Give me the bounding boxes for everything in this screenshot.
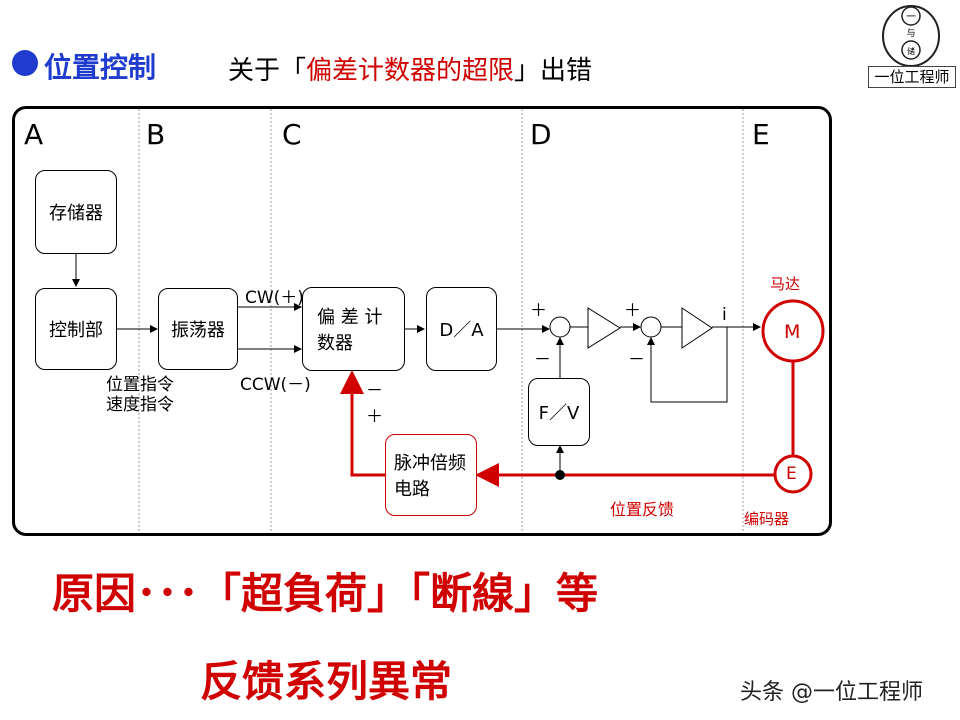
logo-label: 一位工程师 (868, 66, 956, 88)
column-label-d: D (530, 118, 552, 151)
motor-label: 马达 (770, 275, 801, 293)
page-subtitle: 关于「偏差计数器的超限」出错 (228, 50, 592, 87)
motor-symbol: M (784, 321, 801, 343)
pulse-multiplier-block: 脉冲倍频 电路 (385, 434, 477, 516)
encoder-symbol: E (786, 464, 797, 484)
subtitle-highlight: 偏差计数器的超限 (306, 56, 515, 86)
fv-converter-block: F／V (528, 378, 590, 446)
cause-line-2: 反馈系列異常 (200, 657, 453, 706)
position-feedback-label: 位置反馈 (610, 500, 675, 519)
oscillator-block: 振荡器 (158, 288, 238, 370)
current-label: i (722, 305, 727, 325)
column-label-b: B (146, 118, 166, 151)
logo-char-3: 储 (907, 46, 915, 56)
footer-credit: 头条 @一位工程师 (740, 680, 923, 705)
position-command-label: 位置指令 (106, 375, 174, 395)
logo-char-2: 与 (906, 28, 915, 39)
da-converter-block: D／A (426, 287, 497, 371)
counter-minus-sign: － (366, 381, 383, 401)
column-label-c: C (282, 118, 302, 151)
counter-label-line2: 数器 (317, 333, 353, 354)
logo-char-1: 一 (906, 12, 916, 23)
page-title: 位置控制 (44, 51, 157, 84)
column-label-e: E (752, 118, 770, 151)
deviation-counter-block: 偏 差 计 数器 (302, 287, 405, 371)
cw-label: CW(＋) (245, 288, 304, 308)
counter-plus-sign: ＋ (366, 407, 383, 427)
sum2-plus-sign: ＋ (624, 301, 641, 321)
subtitle-suffix: 」出错 (514, 56, 593, 86)
column-label-a: A (24, 118, 44, 151)
sum1-plus-sign: ＋ (530, 301, 547, 321)
speed-command-label: 速度指令 (106, 395, 174, 415)
sum1-minus-sign: － (534, 350, 551, 370)
diagram-frame (12, 106, 832, 536)
engineer-logo-icon: 一 与 储 (882, 5, 940, 67)
cause-line-1: 原因･･･「超負荷」「断線」等 (52, 569, 599, 618)
ccw-label: CCW(－) (240, 375, 311, 395)
feedback-path (340, 299, 825, 494)
counter-label-line1: 偏 差 计 (317, 307, 383, 328)
memory-block: 存储器 (35, 170, 117, 254)
sum2-minus-sign: － (628, 350, 645, 370)
multiplier-label-line1: 脉冲倍频 (394, 453, 466, 474)
encoder-label: 编码器 (744, 510, 790, 528)
multiplier-label-line2: 电路 (394, 479, 430, 500)
title-bullet (12, 50, 38, 76)
controller-block: 控制部 (35, 288, 117, 370)
subtitle-prefix: 关于「 (228, 56, 307, 86)
column-dividers (138, 109, 744, 533)
